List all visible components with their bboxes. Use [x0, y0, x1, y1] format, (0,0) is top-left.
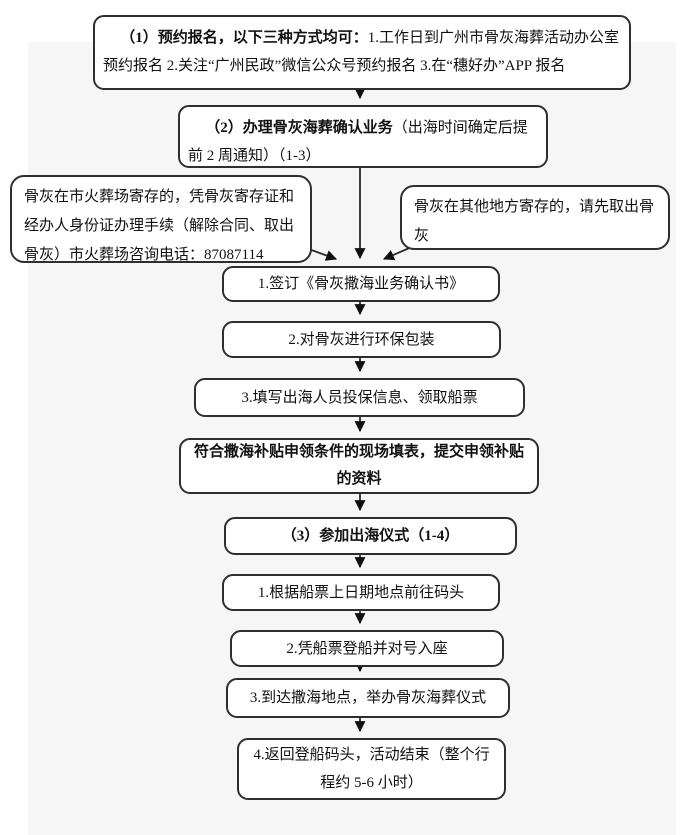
- node-confirm2-eco-packaging: 2.对骨灰进行环保包装: [222, 321, 501, 358]
- node-confirm3-insurance-ticket: 3.填写出海人员投保信息、领取船票: [194, 378, 525, 417]
- node-step2-rest-text: （出海时间确定后提前 2 周通知）（1-3）: [188, 120, 528, 164]
- sail1-text: 1.根据船票上日期地点前往码头: [257, 584, 465, 601]
- node-sail1-go-to-pier: 1.根据船票上日期地点前往码头: [222, 574, 500, 611]
- callout-right-text: 骨灰在其他地方寄存的，请先取出骨灰: [414, 199, 655, 244]
- callout-left-text: 骨灰在市火葬场寄存的，凭骨灰寄存证和经办人身份证办理手续（解除合同、取出骨灰）市…: [24, 189, 295, 263]
- subsidy-text: 符合撒海补贴申领条件的现场填表，提交申领补贴的资料: [193, 444, 524, 487]
- confirm3-text: 3.填写出海人员投保信息、领取船票: [241, 389, 478, 406]
- node-step1-registration: （1）预约报名，以下三种方式均可：1.工作日到广州市骨灰海葬活动办公室预约报名 …: [93, 15, 631, 90]
- node-subsidy-application: 符合撒海补贴申领条件的现场填表，提交申领补贴的资料: [179, 438, 539, 494]
- node-callout-other-storage: 骨灰在其他地方寄存的，请先取出骨灰: [400, 185, 670, 250]
- node-callout-city-crematorium: 骨灰在市火葬场寄存的，凭骨灰寄存证和经办人身份证办理手续（解除合同、取出骨灰）市…: [10, 175, 312, 263]
- node-step2-confirmation-service: （2）办理骨灰海葬确认业务（出海时间确定后提前 2 周通知）（1-3）: [178, 105, 548, 168]
- node-step1-rest-text: 1.工作日到广州市骨灰海葬活动办公室预约报名 2.关注“广州民政”微信公众号预约…: [103, 30, 620, 74]
- sail4-text: 4.返回登船码头，活动结束（整个行程约 5-6 小时）: [253, 747, 490, 791]
- confirm1-text: 1.签订《骨灰撒海业务确认书》: [257, 276, 465, 292]
- node-step3-sea-ceremony: （3）参加出海仪式（1-4）: [224, 517, 517, 555]
- node-step2-bold-text: （2）办理骨灰海葬确认业务: [205, 120, 393, 136]
- node-sail2-board-ship: 2.凭船票登船并对号入座: [230, 630, 504, 667]
- sail2-text: 2.凭船票登船并对号入座: [286, 640, 448, 657]
- node-sail4-return-end: 4.返回登船码头，活动结束（整个行程约 5-6 小时）: [237, 738, 506, 800]
- confirm2-text: 2.对骨灰进行环保包装: [288, 331, 435, 348]
- node-confirm1-sign-agreement: 1.签订《骨灰撒海业务确认书》: [222, 266, 500, 302]
- sail3-text: 3.到达撒海地点，举办骨灰海葬仪式: [249, 690, 487, 706]
- node-sail3-scattering-ceremony: 3.到达撒海地点，举办骨灰海葬仪式: [226, 678, 510, 718]
- node-step1-bold-text: （1）预约报名，以下三种方式均可：: [120, 30, 368, 46]
- step3-text: （3）参加出海仪式（1-4）: [281, 528, 460, 544]
